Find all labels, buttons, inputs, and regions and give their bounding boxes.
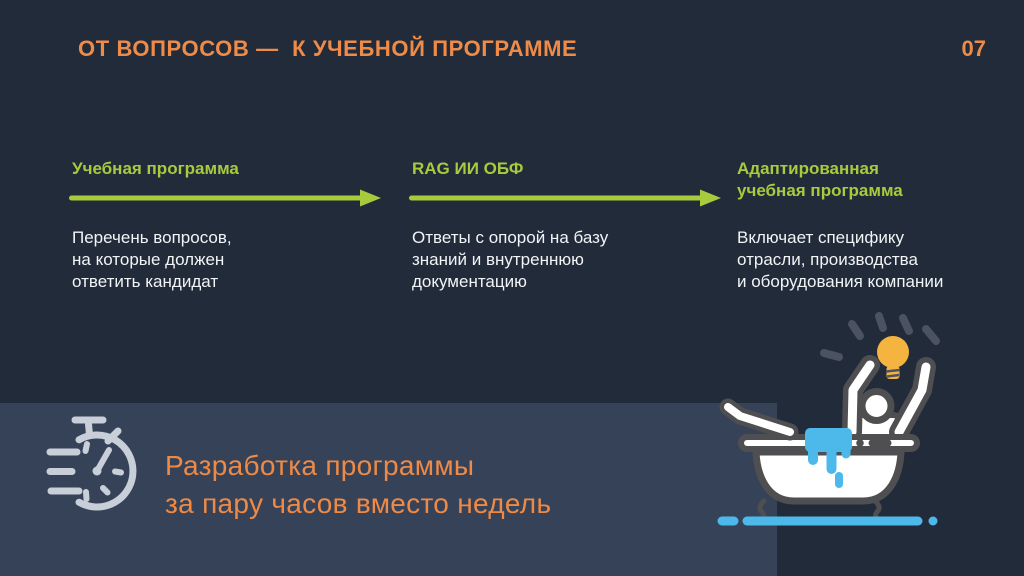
highlight-text: Разработка программы за пару часов вмест… bbox=[165, 450, 552, 519]
process-column-3: Адаптированная учебная программа Включае… bbox=[737, 158, 999, 291]
water-icon bbox=[805, 428, 852, 488]
column-description: Ответы с опорой на базу знаний и внутрен… bbox=[412, 228, 609, 291]
lightbulb-icon bbox=[877, 336, 909, 379]
arrow-right-icon bbox=[409, 189, 721, 207]
stopwatch-icon bbox=[46, 416, 137, 511]
column-description: Перечень вопросов, на которые должен отв… bbox=[72, 228, 232, 291]
arrow-right-icon bbox=[69, 189, 381, 207]
column-header: RAG ИИ ОБФ bbox=[412, 159, 524, 178]
column-description: Включает специфику отрасли, производства… bbox=[737, 228, 944, 291]
idea-rays-icon bbox=[820, 312, 940, 361]
highlight-panel: Разработка программы за пару часов вмест… bbox=[0, 403, 777, 576]
bathtub-body bbox=[752, 448, 905, 505]
process-column-2: RAG ИИ ОБФ Ответы с опорой на базу знани… bbox=[409, 158, 724, 291]
column-header: Адаптированная учебная программа bbox=[737, 159, 903, 200]
bathtub-idea-illustration bbox=[717, 312, 940, 526]
column-header: Учебная программа bbox=[72, 159, 239, 178]
page-number: 07 bbox=[961, 36, 986, 61]
process-column-1: Учебная программа Перечень вопросов, на … bbox=[69, 158, 384, 291]
leg-icon bbox=[719, 398, 799, 441]
slide-title: ОТ ВОПРОСОВ — К УЧЕБНОЙ ПРОГРАММЕ bbox=[78, 36, 578, 61]
